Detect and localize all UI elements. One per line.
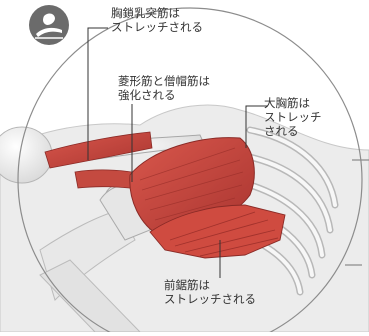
label-rhomboid-trapezius: 菱形筋と僧帽筋は 強化される [118,74,210,102]
label-pectoralis-major: 大胸筋は ストレッチ される [264,96,322,138]
label-serratus-anterior: 前鋸筋は ストレッチされる [164,278,256,306]
label-sternocleidomastoid: 胸鎖乳突筋は ストレッチされる [111,6,203,34]
reclining-figure-logo-icon [29,5,69,45]
